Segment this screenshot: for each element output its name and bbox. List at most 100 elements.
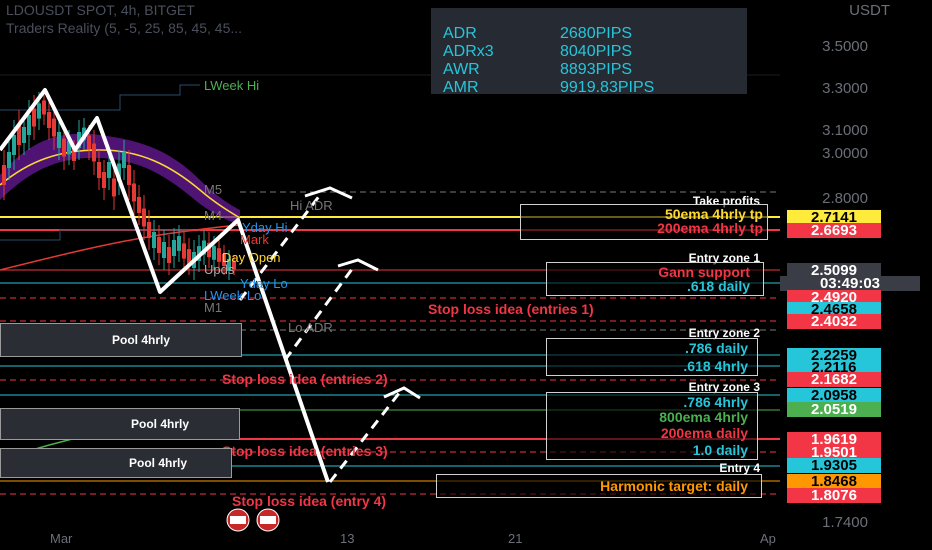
price-tag: 1.9305	[787, 458, 881, 473]
indicator-line: Traders Reality (5, -5, 25, 85, 45, 45..…	[6, 20, 243, 36]
time-tick: Mar	[50, 531, 73, 546]
axis-tick: 3.0000	[822, 145, 868, 162]
zone2-786-daily: .786 daily	[684, 340, 748, 356]
take-profits-box	[520, 204, 768, 240]
pool-label: Pool 4hrly	[130, 417, 189, 431]
yday-hi-label: Yday Hi	[242, 220, 288, 235]
candle-body	[167, 247, 171, 263]
zone3-1-daily: 1.0 daily	[692, 442, 748, 458]
stop-entries-3: Stop loss idea (entries 3)	[222, 443, 388, 459]
ema-band	[0, 133, 240, 225]
price-tag: 2.2116	[787, 360, 881, 375]
zone3-800ema: 800ema 4hrly	[659, 409, 748, 425]
candle-body	[142, 208, 146, 227]
mark-label: Mark	[240, 232, 269, 247]
m5-label: M5	[204, 182, 223, 197]
price-tag: 2.1682	[787, 372, 881, 387]
rebound-arrows	[238, 194, 402, 483]
candle-body	[2, 165, 6, 185]
candle-body	[172, 240, 176, 256]
price-tag: 1.8468	[787, 474, 881, 489]
candle-body	[102, 172, 106, 188]
axis-tick: 3.1000	[822, 122, 868, 139]
price-tag: 2.4032	[787, 314, 881, 329]
price-tag: 1.9619	[787, 432, 881, 447]
entry-zone-3-title: Entry zone 3	[688, 380, 760, 394]
time-tick: Ap	[760, 531, 776, 546]
stop-entries-1: Stop loss idea (entries 1)	[428, 301, 594, 317]
price-tag: 2.0519	[787, 402, 881, 417]
amr-label: AMR	[443, 79, 479, 96]
candle-body	[157, 237, 161, 253]
candle-body	[217, 248, 221, 262]
candle-body	[42, 100, 46, 115]
pool-4hrly-3: Pool 4hrly	[0, 448, 232, 478]
price-tag: 1.9501	[787, 445, 881, 460]
axis-tick: 3.5000	[822, 38, 868, 55]
day-open-label: Day Open	[222, 250, 281, 265]
candle-body	[62, 138, 66, 157]
candle-body	[12, 135, 16, 155]
yday-lo-label: Yday Lo	[240, 276, 288, 291]
ema-yellow-line	[0, 149, 241, 219]
harmonic-target: Harmonic target: daily	[600, 478, 748, 494]
candle-body	[17, 125, 21, 145]
candle-body	[227, 259, 231, 271]
event-flags	[226, 508, 280, 532]
tp-50ema: 50ema 4hrly tp	[664, 206, 763, 222]
candle-body	[162, 242, 166, 258]
price-tag: 2.4920	[787, 290, 881, 305]
candle-body	[112, 178, 116, 197]
rebound-arrowheads	[304, 186, 421, 400]
candle-body	[22, 127, 26, 143]
pool-label: Pool 4hrly	[128, 456, 187, 470]
candle-body	[137, 197, 141, 213]
projection-path	[0, 88, 330, 483]
axis-tick: 2.8000	[822, 190, 868, 207]
candle-body	[47, 112, 51, 128]
candle-body	[207, 242, 211, 258]
pool-4hrly-1: Pool 4hrly	[0, 323, 242, 357]
candle-body	[32, 108, 36, 127]
tp-200ema: 200ema 4hrly tp	[657, 220, 763, 236]
awr-label: AWR	[443, 61, 480, 78]
stop-entry-4: Stop loss idea (entry 4)	[232, 493, 387, 509]
candle-body	[77, 132, 81, 148]
axis-unit: USDT	[849, 2, 890, 19]
zone2-618-4hrly: .618 4hrly	[683, 358, 748, 374]
gann-support: Gann support	[658, 264, 750, 280]
time-tick: 13	[340, 531, 355, 546]
candle-body	[177, 236, 181, 251]
entry-zone-2-title: Entry zone 2	[688, 326, 760, 340]
entry-4-box	[436, 474, 762, 498]
entry-zone-1-title: Entry zone 1	[688, 251, 760, 265]
m4-label: M4	[204, 208, 223, 223]
candle-body	[202, 240, 206, 255]
price-tag: 2.2259	[787, 348, 881, 363]
price-tag: 2.6693	[787, 223, 881, 238]
adr-value: 2680PIPS	[560, 25, 633, 42]
candle-body	[72, 149, 76, 161]
entry-zone-2-box	[546, 338, 758, 376]
candle-body	[67, 140, 71, 155]
zone3-200ema-daily: 200ema daily	[660, 425, 748, 441]
candle-body	[117, 163, 121, 182]
entry-4-title: Entry 4	[719, 461, 760, 475]
hi-adr-label: Hi ADR	[290, 198, 333, 213]
candle-body	[182, 243, 186, 259]
candle-body	[232, 261, 236, 270]
price-tag: 2.0958	[787, 388, 881, 403]
candle-body	[127, 165, 131, 185]
adr-panel	[431, 8, 747, 94]
candle-body	[27, 115, 31, 135]
price-tag: 1.8076	[787, 488, 881, 503]
axis-tick: 1.7400	[822, 514, 868, 531]
candle-body	[57, 132, 61, 148]
adrx3-value: 8040PIPS	[560, 43, 633, 60]
entry-zone-1-box	[546, 262, 764, 296]
price-tag: 2.7141	[787, 210, 881, 225]
pool-4hrly-2: Pool 4hrly	[0, 408, 240, 440]
candle-body	[92, 143, 96, 162]
candle-body	[87, 135, 91, 150]
